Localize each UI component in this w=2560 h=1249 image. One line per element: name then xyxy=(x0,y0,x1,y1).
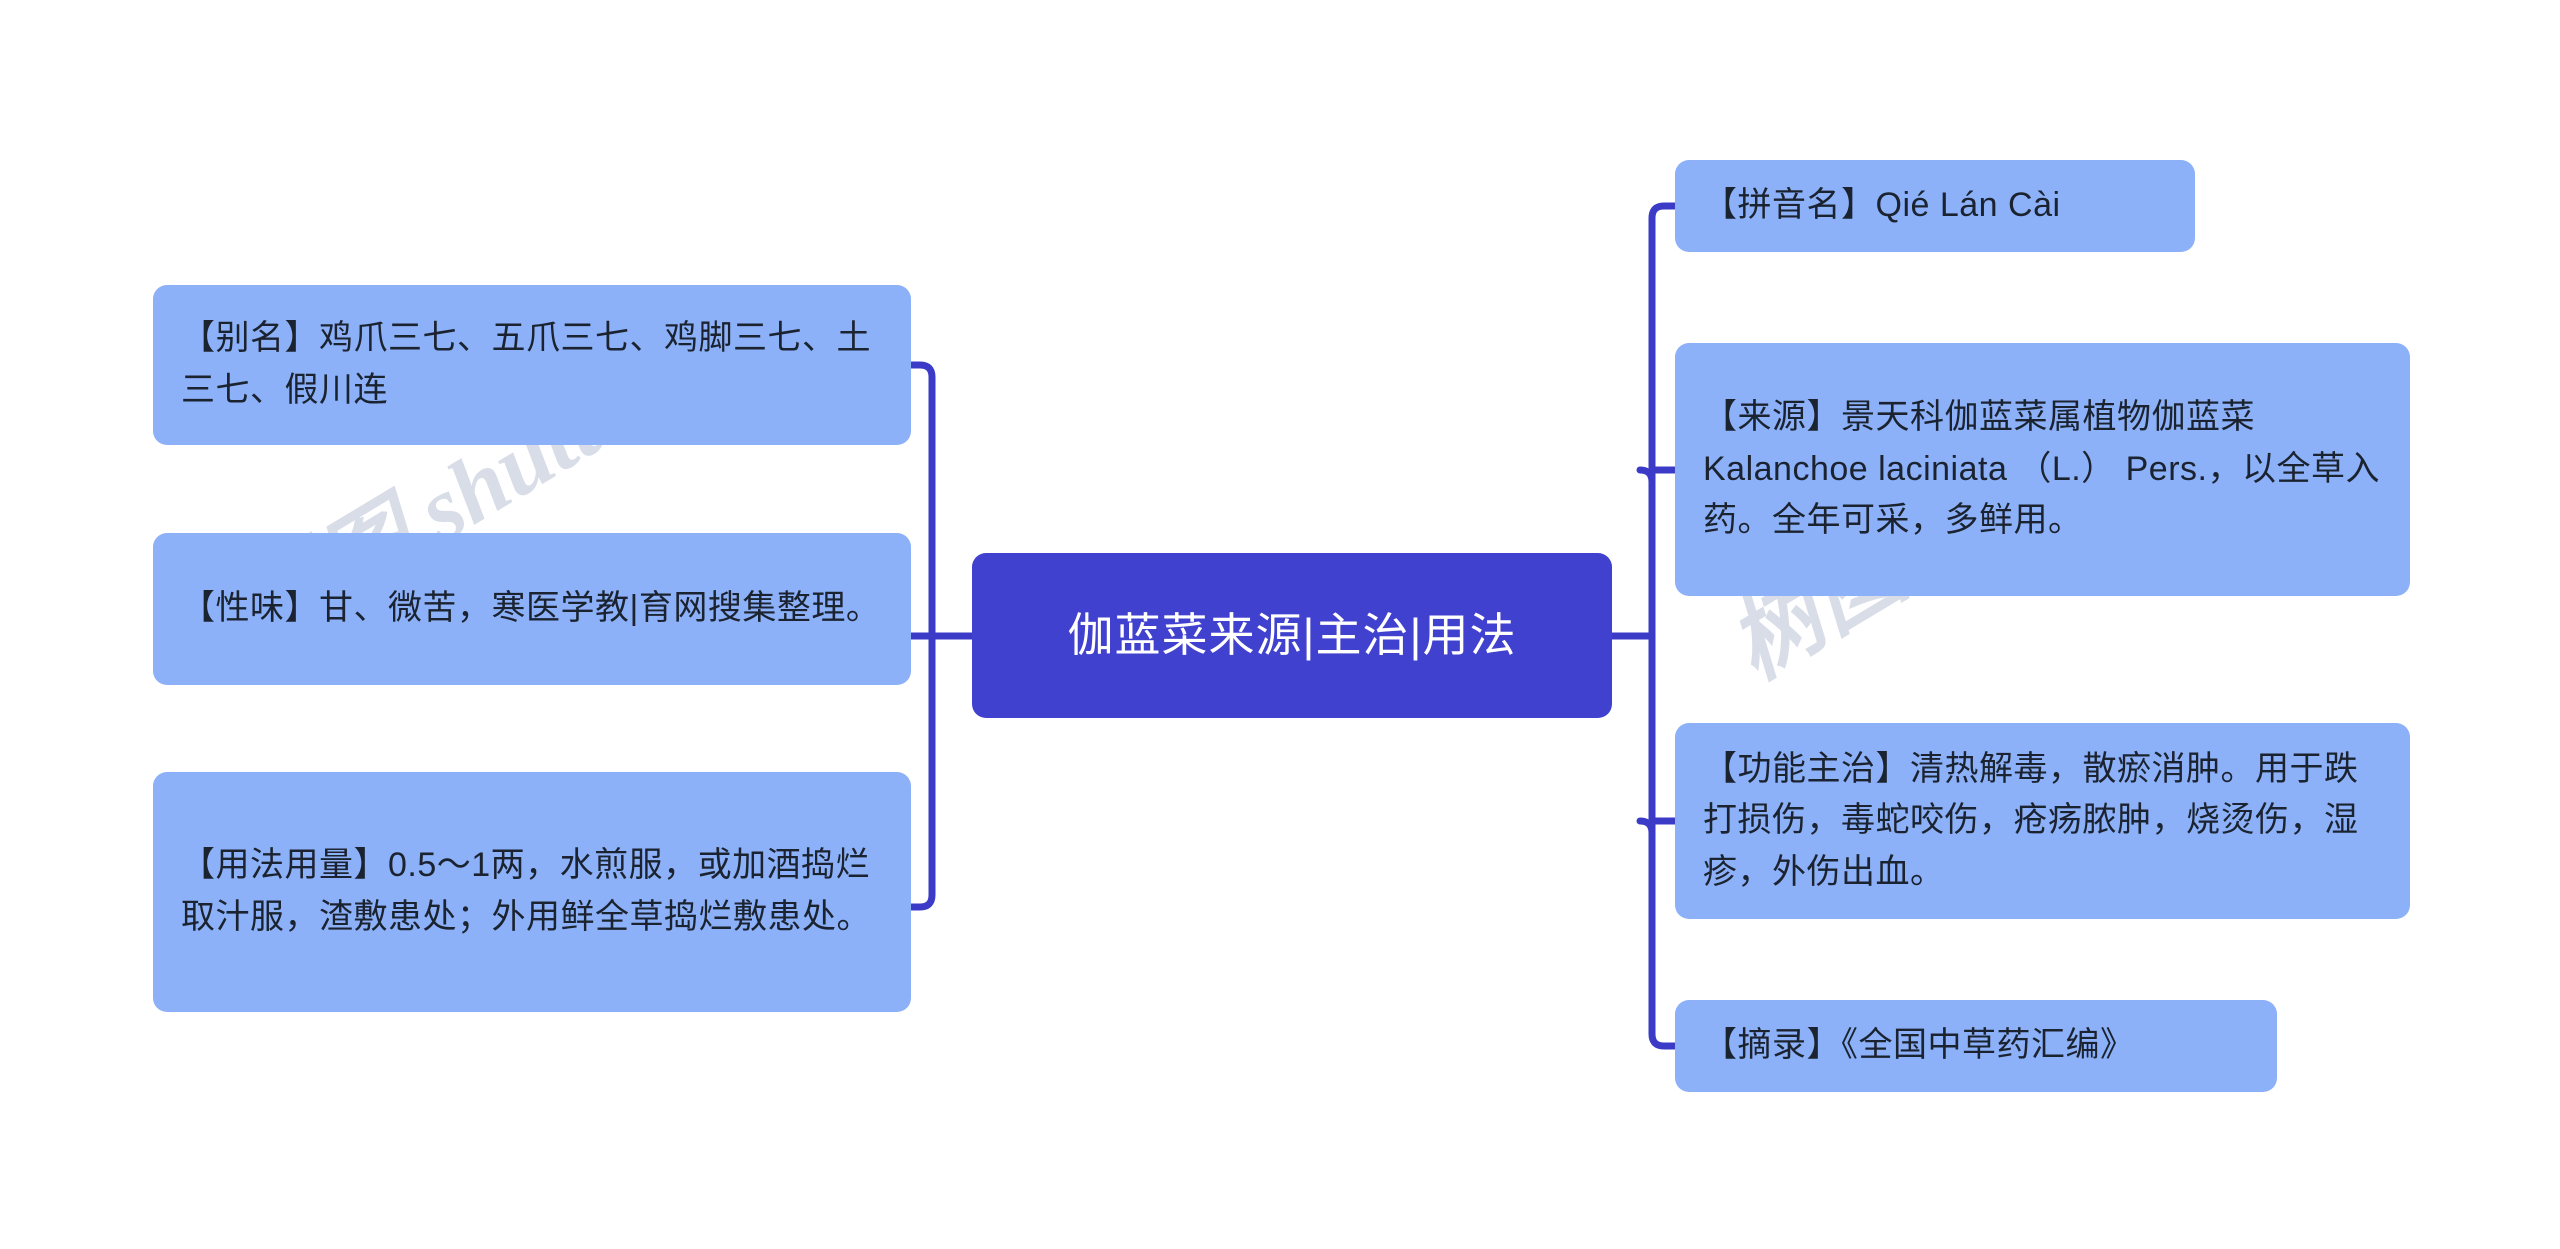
link-left-spine xyxy=(907,361,936,911)
node-gongneng-zhuzhi[interactable]: 【功能主治】清热解毒，散瘀消肿。用于跌打损伤，毒蛇咬伤，疮疡脓肿，烧烫伤，湿疹，… xyxy=(1675,723,2410,919)
node-bieming-label: 【别名】鸡爪三七、五爪三七、鸡脚三七、土三七、假川连 xyxy=(181,319,871,409)
link-right-corner-3 xyxy=(1636,817,1656,837)
node-zhailu[interactable]: 【摘录】《全国中草药汇编》 xyxy=(1675,1000,2277,1092)
node-zhailu-label: 【摘录】《全国中草药汇编》 xyxy=(1703,1026,2135,1065)
node-xingwei[interactable]: 【性味】甘、微苦，寒医学教|育网搜集整理。 xyxy=(153,533,911,685)
node-yongfa-yongliang[interactable]: 【用法用量】0.5～1两，水煎服，或加酒捣烂取汁服，渣敷患处；外用鲜全草捣烂敷患… xyxy=(153,772,911,1012)
node-laiyuan[interactable]: 【来源】景天科伽蓝菜属植物伽蓝菜Kalanchoe laciniata （L.）… xyxy=(1675,343,2410,596)
link-right-spine xyxy=(1648,202,1679,1050)
node-bieming[interactable]: 【别名】鸡爪三七、五爪三七、鸡脚三七、土三七、假川连 xyxy=(153,285,911,445)
node-gongneng-zhuzhi-label: 【功能主治】清热解毒，散瘀消肿。用于跌打损伤，毒蛇咬伤，疮疡脓肿，烧烫伤，湿疹，… xyxy=(1703,749,2359,891)
node-yongfa-yongliang-label: 【用法用量】0.5～1两，水煎服，或加酒捣烂取汁服，渣敷患处；外用鲜全草捣烂敷患… xyxy=(181,846,871,936)
link-right-corner-2 xyxy=(1636,466,1656,486)
node-xingwei-label: 【性味】甘、微苦，寒医学教|育网搜集整理。 xyxy=(181,589,881,628)
node-pinyinming[interactable]: 【拼音名】Qié Lán Cài xyxy=(1675,160,2195,252)
node-root[interactable]: 伽蓝菜来源|主治|用法 xyxy=(972,553,1612,718)
node-root-label: 伽蓝菜来源|主治|用法 xyxy=(1067,608,1517,661)
node-laiyuan-label: 【来源】景天科伽蓝菜属植物伽蓝菜Kalanchoe laciniata （L.）… xyxy=(1703,397,2380,540)
node-pinyinming-label: 【拼音名】Qié Lán Cài xyxy=(1703,186,2061,225)
